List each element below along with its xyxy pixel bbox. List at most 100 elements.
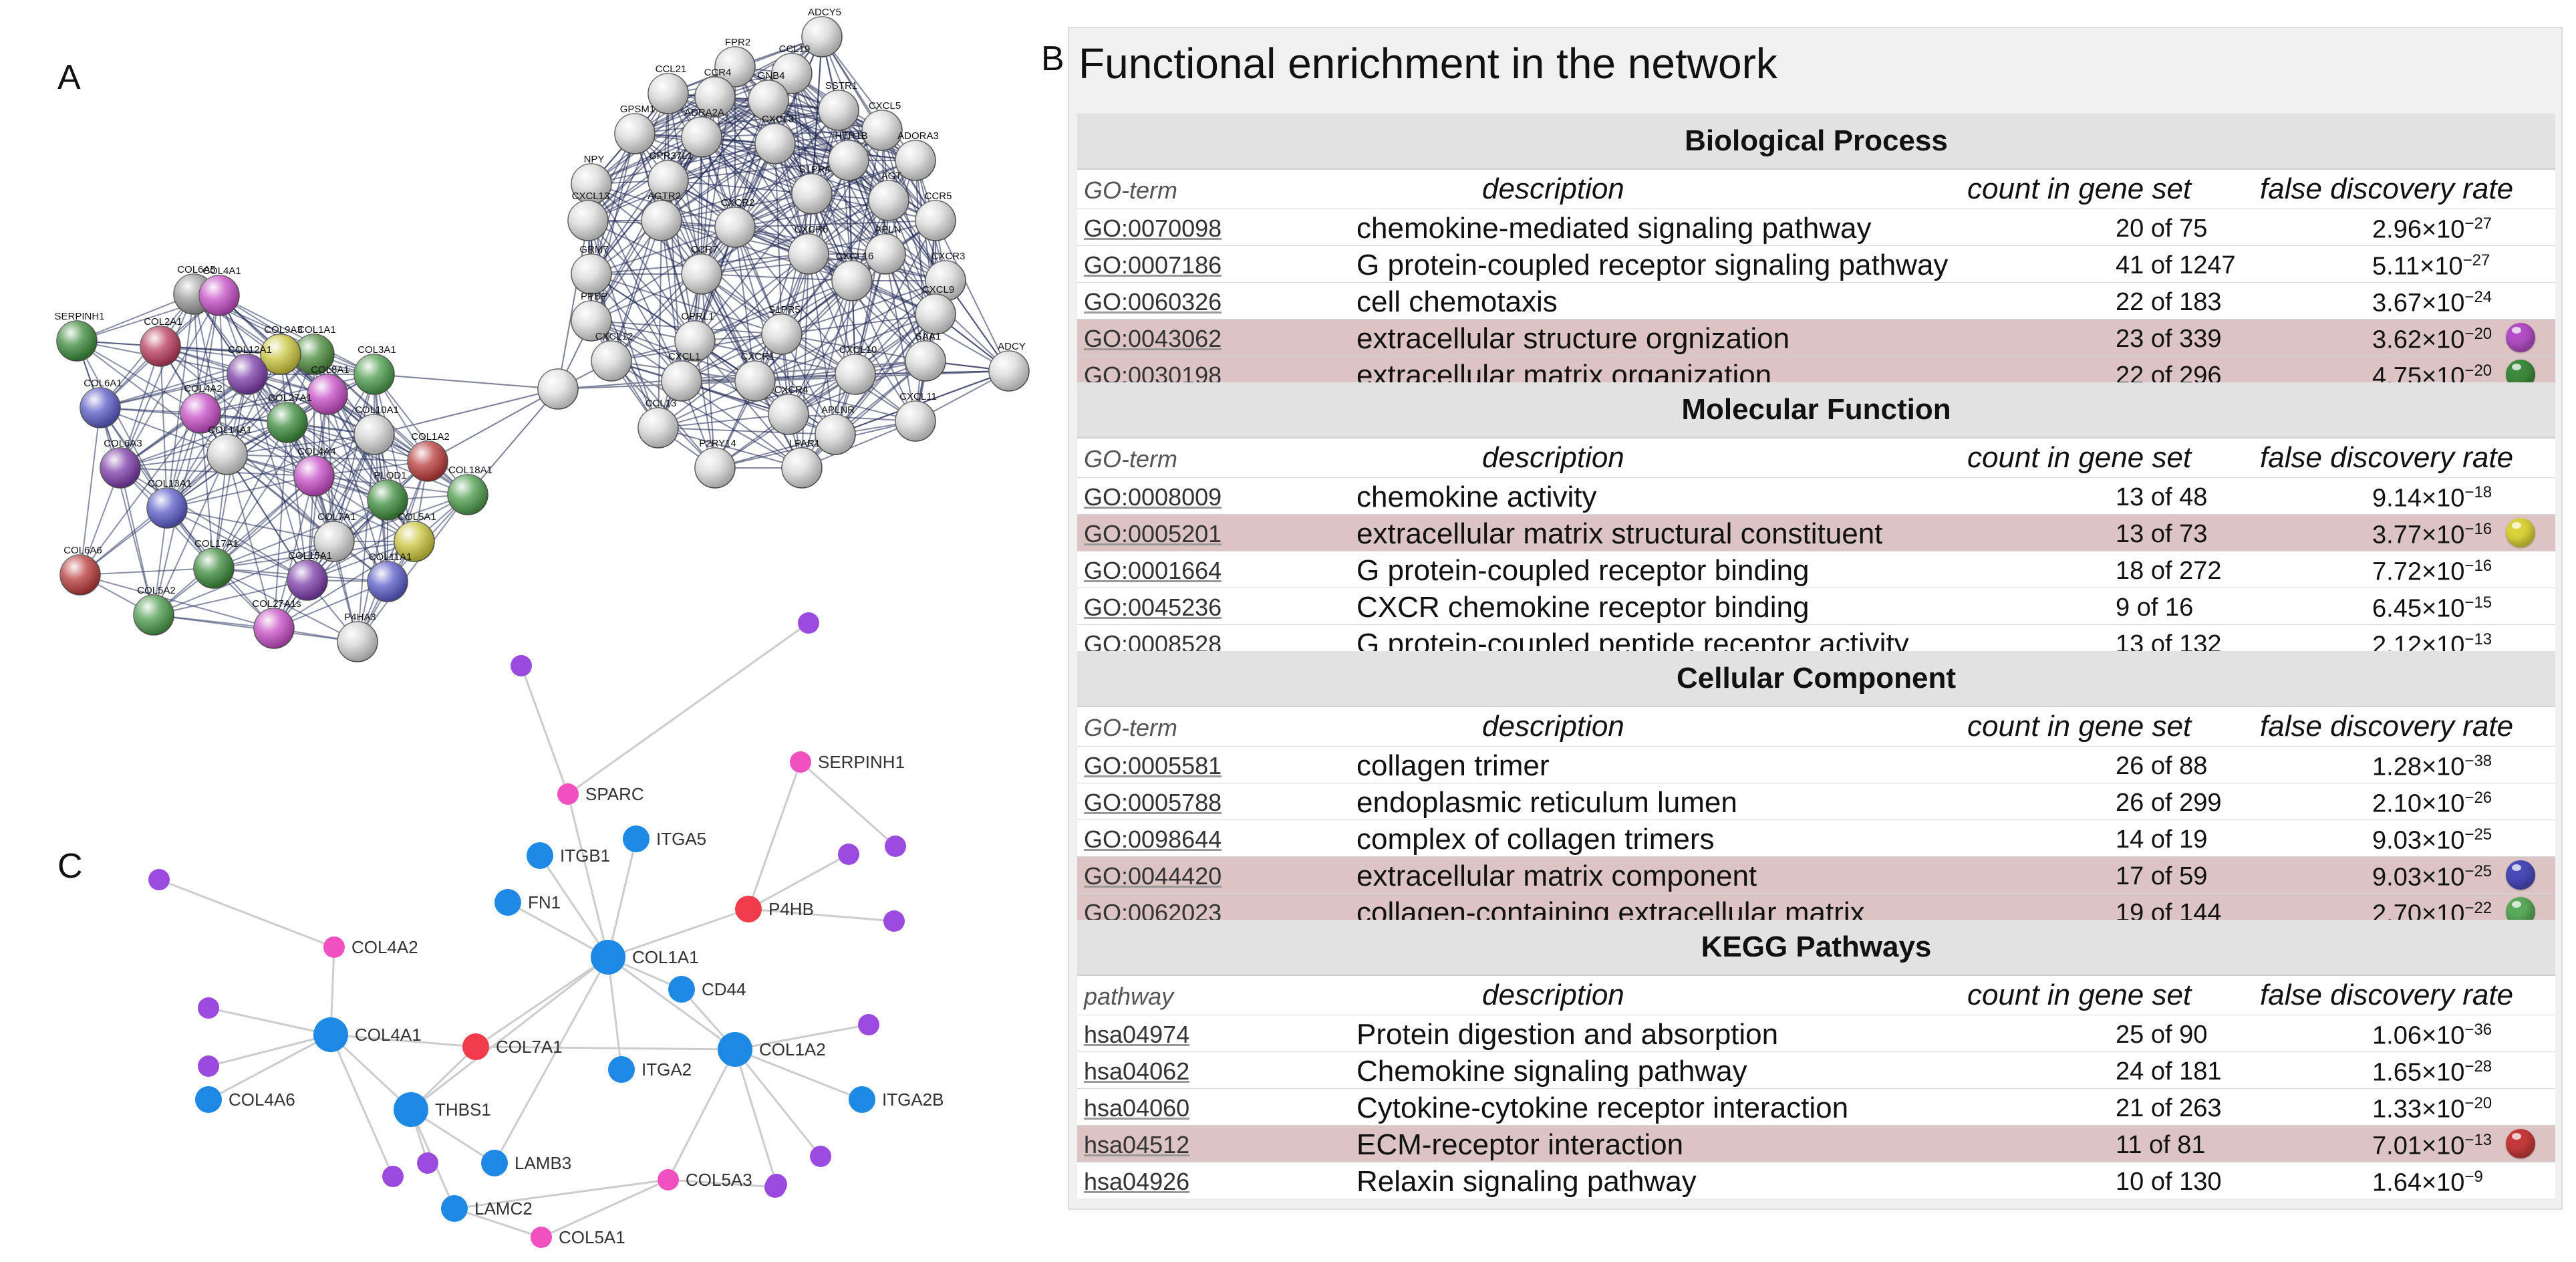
fdr-mantissa: 1.64×10 (2372, 1168, 2465, 1197)
gene-node-col13a1: COL13A1 (146, 478, 192, 529)
network-edge (327, 394, 468, 495)
node-label: CCR7 (691, 244, 718, 255)
fdr-value: 9.03×10−25 (2372, 862, 2492, 892)
node-gloss (895, 401, 936, 441)
node-gloss (140, 326, 180, 366)
gene-count: 18 of 272 (2116, 557, 2222, 585)
fdr-exponent: −9 (2464, 1168, 2483, 1186)
fdr-exponent: −27 (2464, 215, 2492, 233)
term-id-link[interactable]: GO:0008009 (1084, 483, 1222, 511)
network-edge (681, 380, 803, 469)
ppi-edge (541, 1178, 669, 1239)
gene-node-col2a1: COL2A1 (140, 316, 182, 367)
gene-node-ccr7: CCR7 (681, 244, 722, 295)
network-edge (213, 475, 315, 569)
column-header-count: count in gene set (1967, 441, 2192, 474)
term-id-link[interactable]: GO:0070098 (1084, 215, 1222, 242)
ppi-node-lamb3: LAMB3 (481, 1150, 571, 1176)
ppi-node-dot (885, 836, 906, 857)
node-label: COL13A1 (148, 478, 192, 489)
node-gloss (207, 434, 247, 475)
network-edge (76, 293, 194, 342)
network-edge (734, 220, 936, 228)
network-edge (200, 374, 375, 414)
gene-count: 17 of 59 (2116, 862, 2208, 890)
term-id-link[interactable]: GO:0060326 (1084, 288, 1222, 316)
network-edge (734, 110, 839, 228)
network-edge (100, 407, 228, 455)
network-edge (160, 346, 168, 509)
network-edge (307, 494, 468, 581)
gene-node-col9a3: COL9A3 (260, 324, 303, 375)
network-edge (247, 374, 335, 542)
fdr-mantissa: 7.01×10 (2372, 1132, 2465, 1160)
term-id-link[interactable]: hsa04062 (1084, 1057, 1190, 1085)
network-edge (227, 454, 428, 462)
node-gloss (368, 561, 408, 602)
node-label: CXCL5 (869, 100, 901, 112)
ppi-node-itga5: ITGA5 (623, 826, 706, 852)
node-gloss (835, 354, 875, 394)
ppi-node-label: COL5A3 (686, 1170, 752, 1190)
fdr-mantissa: 6.45×10 (2372, 594, 2465, 623)
term-id-link[interactable]: GO:0045236 (1084, 594, 1222, 621)
ppi-node-dot (718, 1032, 752, 1067)
ppi-node-unlabeled (198, 997, 219, 1019)
term-id-link[interactable]: GO:0044420 (1084, 862, 1222, 890)
term-id-link[interactable]: hsa04974 (1084, 1021, 1190, 1048)
fdr-mantissa: 1.28×10 (2372, 753, 2465, 781)
network-edge (661, 220, 696, 342)
node-label: NPY (584, 154, 605, 165)
network-edge (153, 580, 308, 616)
network-edge (701, 136, 889, 201)
color-legend-sphere-icon (2506, 860, 2535, 890)
node-gloss (862, 110, 902, 150)
ppi-node-dot (494, 889, 521, 916)
fdr-value: 2.10×10−26 (2372, 789, 2492, 819)
term-id-link[interactable]: GO:0043062 (1084, 325, 1222, 352)
gene-node-cxcl11: CXCL11 (895, 391, 937, 442)
term-id-link[interactable]: GO:0007186 (1084, 251, 1222, 279)
network-edge (808, 253, 926, 362)
bridge-node (537, 368, 579, 410)
term-id-link[interactable]: GO:0005201 (1084, 520, 1222, 547)
node-gloss (755, 124, 795, 164)
column-header-id: GO-term (1084, 445, 1177, 473)
term-id-link[interactable]: GO:0005581 (1084, 752, 1222, 779)
node-label: COL27A1s (252, 598, 301, 610)
ppi-node-dot (608, 1056, 635, 1083)
node-gloss (768, 394, 809, 434)
node-gloss (782, 448, 822, 488)
node-label: P2RY14 (699, 438, 736, 449)
network-edge (587, 220, 696, 342)
node-label: COL5A1 (398, 511, 436, 523)
gene-node-adcy5: ADCY5 (801, 7, 843, 57)
term-id-link[interactable]: GO:0098644 (1084, 826, 1222, 853)
node-label: CXCR2 (721, 197, 755, 209)
term-id-link[interactable]: GO:0001664 (1084, 557, 1222, 584)
fdr-exponent: −15 (2464, 594, 2492, 612)
term-description: G protein-coupled receptor signaling pat… (1356, 249, 1949, 281)
term-id-link[interactable]: hsa04926 (1084, 1168, 1190, 1195)
fdr-value: 9.03×10−25 (2372, 826, 2492, 856)
ppi-node-dot (441, 1195, 468, 1222)
network-edge (838, 110, 936, 221)
fdr-exponent: −13 (2464, 1131, 2492, 1149)
term-id-link[interactable]: hsa04060 (1084, 1094, 1190, 1122)
node-gloss (287, 560, 327, 600)
network-edge (851, 280, 916, 422)
gene-count: 10 of 130 (2116, 1168, 2222, 1196)
network-edge (280, 354, 388, 501)
term-id-link[interactable]: hsa04512 (1084, 1131, 1190, 1158)
term-id-link[interactable]: GO:0005788 (1084, 789, 1222, 816)
gene-node-col6a3: COL6A3 (100, 438, 142, 489)
network-edge (701, 110, 839, 275)
term-description: complex of collagen trimers (1356, 823, 1715, 856)
gene-node-p4ha3: P4HA3 (337, 612, 378, 662)
gene-node-agtr2: AGTR2 (641, 191, 682, 241)
